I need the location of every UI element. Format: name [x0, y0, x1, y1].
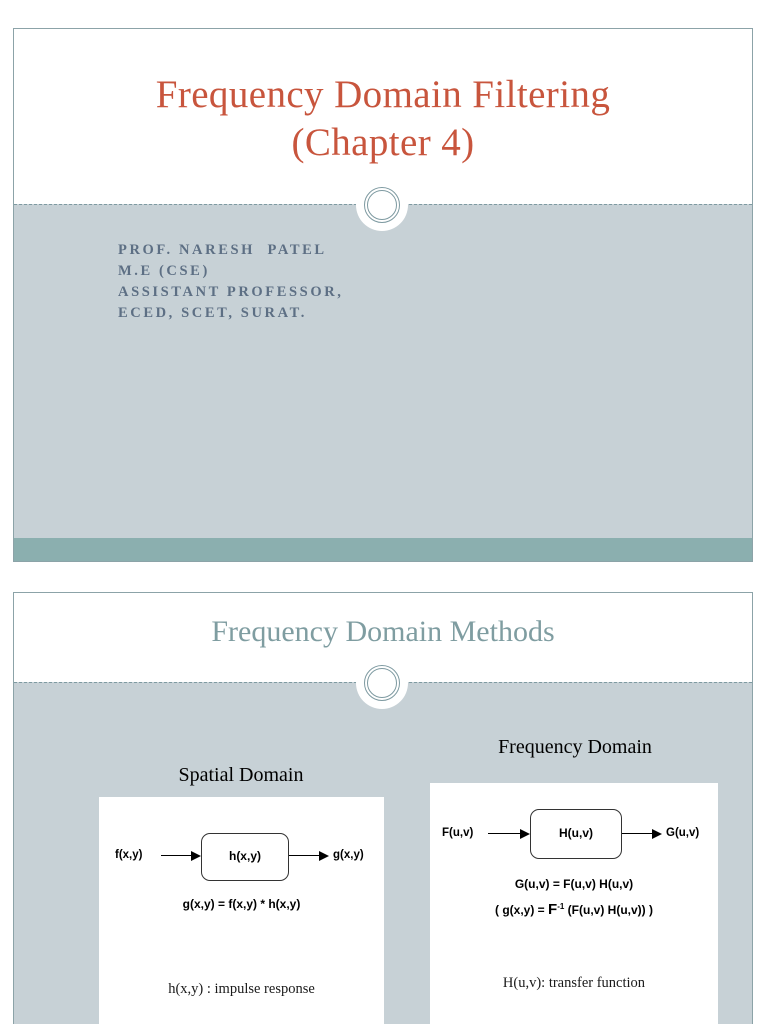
presenter-degree: M.E (CSE) — [118, 263, 210, 279]
frequency-caption: H(u,v): transfer function — [502, 975, 646, 991]
slide-title: Frequency Domain Filtering (Chapter 4) P… — [13, 28, 753, 562]
panel-spatial-heading: Spatial Domain — [178, 764, 304, 786]
title-line-1: Frequency Domain Filtering — [155, 73, 611, 116]
frequency-input-arrow-icon — [488, 829, 530, 839]
figure-spatial-domain: f(x,y) h(x,y) g(x,y) g(x,y) = f(x,y) * h… — [99, 797, 384, 1024]
spatial-output-arrow-icon — [289, 851, 329, 861]
spatial-formula: g(x,y) = f(x,y) * h(x,y) — [182, 897, 301, 911]
frequency-formula-2-suffix: (F(u,v) H(u,v)) ) — [564, 903, 653, 917]
inverse-fourier-exponent: -1 — [557, 902, 565, 911]
spatial-input-arrow-icon — [161, 851, 201, 861]
slide-frequency-domain-methods: Frequency Domain Methods Spatial Domain … — [13, 592, 753, 1024]
slide-1-body: PROF. NARESH PATEL M.E (CSE) ASSISTANT P… — [14, 204, 752, 538]
spatial-caption: h(x,y) : impulse response — [168, 981, 315, 997]
frequency-input-label: F(u,v) — [442, 827, 474, 839]
frequency-formula-2-prefix: ( g(x,y) = — [495, 903, 549, 917]
presenter-name: PROF. NARESH PATEL — [118, 242, 327, 258]
diagram-frequency: F(u,v) H(u,v) G(u,v) G(u,v) = F(u,v) H(u… — [430, 783, 718, 1024]
panel-frequency-heading: Frequency Domain — [498, 736, 652, 758]
spatial-input-label: f(x,y) — [115, 849, 143, 861]
frequency-block-label: H(u,v) — [559, 826, 593, 840]
inverse-fourier-symbol: F — [548, 901, 558, 918]
title-line-2: (Chapter 4) — [291, 121, 475, 164]
figure-frequency-domain: F(u,v) H(u,v) G(u,v) G(u,v) = F(u,v) H(u… — [430, 783, 718, 1024]
slide-2-ring-ornament-icon — [356, 657, 408, 709]
frequency-system-block: H(u,v) — [530, 809, 622, 859]
frequency-formula-2: ( g(x,y) = F-1 (F(u,v) H(u,v)) ) — [430, 901, 718, 918]
slide-1-footer-band — [14, 538, 752, 561]
slide-2-title: Frequency Domain Methods — [211, 615, 555, 648]
frequency-output-arrow-icon — [622, 829, 662, 839]
slide-1-header: Frequency Domain Filtering (Chapter 4) — [14, 29, 752, 204]
slide-2-body: Spatial Domain f(x,y) h(x,y) g(x,y) g(x,… — [14, 682, 752, 1024]
diagram-spatial: f(x,y) h(x,y) g(x,y) g(x,y) = f(x,y) * h… — [99, 797, 384, 1024]
presenter-affiliation: ECED, SCET, SURAT. — [118, 305, 308, 321]
spatial-system-block: h(x,y) — [201, 833, 289, 881]
spatial-block-label: h(x,y) — [228, 849, 261, 863]
frequency-output-label: G(u,v) — [666, 827, 700, 839]
frequency-formula-1: G(u,v) = F(u,v) H(u,v) — [514, 877, 634, 891]
spatial-output-label: g(x,y) — [333, 849, 364, 861]
page-title: Frequency Domain Filtering (Chapter 4) — [14, 71, 752, 167]
presenter-info: PROF. NARESH PATEL M.E (CSE) ASSISTANT P… — [118, 240, 344, 324]
presenter-role: ASSISTANT PROFESSOR, — [118, 284, 344, 300]
ring-ornament-icon — [356, 179, 408, 231]
